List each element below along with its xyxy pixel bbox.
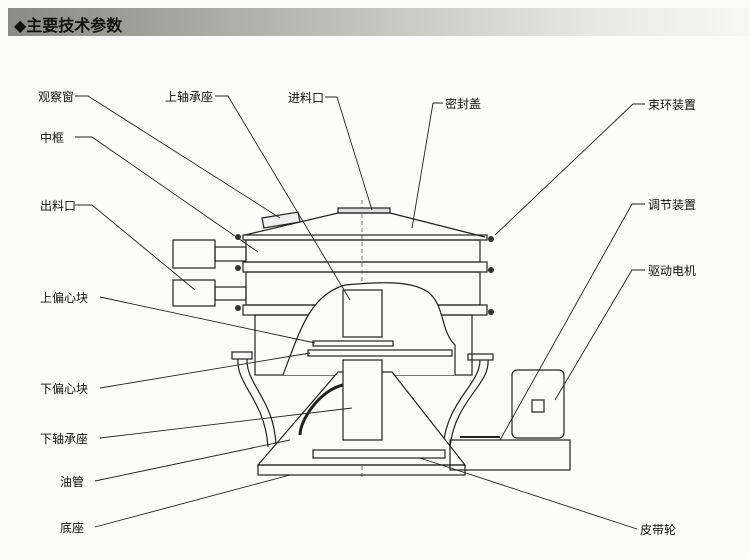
motor-platform (449, 439, 571, 471)
motor-terminal (531, 399, 545, 413)
rim-2 (242, 261, 488, 273)
label-pulley: 皮带轮 (640, 523, 677, 537)
observation-window-shape (261, 211, 301, 229)
section-header: ◆主要技术参数 (8, 8, 750, 36)
support-left (231, 351, 253, 360)
upper-frame (245, 239, 481, 263)
label-upper-bearing-seat: 上轴承座 (165, 90, 214, 104)
label-sealing-cover: 密封盖 (445, 97, 482, 111)
top-rim (242, 234, 488, 241)
pulley-shape (312, 449, 446, 459)
oil-pipe-shape (298, 383, 344, 436)
lower-bearing-seat-shape (342, 359, 383, 441)
label-oil-pipe: 油管 (60, 475, 85, 489)
outlet-1-pipe (214, 246, 247, 262)
label-middle-frame: 中框 (40, 131, 65, 145)
upper-eccentric-shape (312, 340, 394, 347)
outlet-2 (172, 279, 216, 307)
label-base: 底座 (60, 521, 85, 535)
label-feed-inlet: 进料口 (288, 91, 325, 105)
label-clamp-ring: 束环装置 (648, 98, 697, 112)
feed-inlet-shape (337, 207, 391, 214)
clamps (235, 234, 494, 315)
label-upper-eccentric-block: 上偏心块 (40, 291, 89, 305)
outlet-2-pipe (214, 286, 247, 301)
label-adjusting-device: 调节装置 (648, 198, 697, 212)
motor-shape (511, 369, 565, 439)
outlet-1 (172, 239, 216, 269)
upper-bearing-seat-shape (342, 289, 383, 338)
label-discharge-outlet: 出料口 (40, 199, 77, 213)
section-title: ◆主要技术参数 (14, 16, 123, 35)
label-observation-window: 观察窗 (38, 90, 75, 104)
base-plate (257, 464, 466, 476)
lower-eccentric-shape (307, 349, 453, 357)
label-drive-motor: 驱动电机 (648, 264, 697, 278)
label-lower-eccentric-block: 下偏心块 (40, 382, 89, 396)
label-lower-bearing-seat: 下轴承座 (40, 432, 89, 446)
leg-right (442, 359, 489, 448)
leg-left (237, 358, 277, 448)
leader-lines (75, 95, 645, 530)
